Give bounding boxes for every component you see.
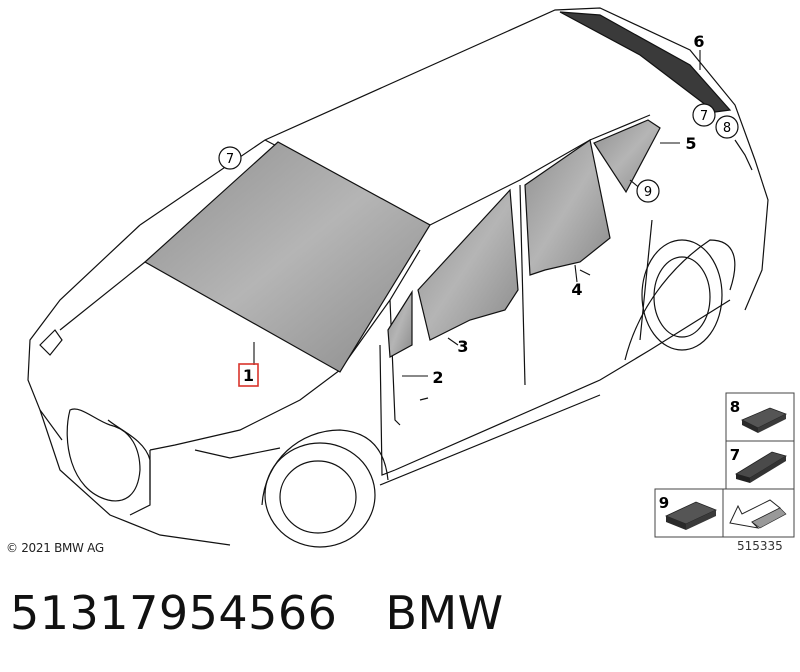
callout-2[interactable]: 2	[432, 368, 443, 387]
footer-caption: 51317954566 BMW	[10, 586, 504, 640]
callout-6[interactable]: 6	[693, 32, 704, 51]
legend-label-7: 7	[730, 446, 740, 464]
callout-7b-text: 7	[700, 109, 708, 124]
brand-name: BMW	[385, 586, 504, 640]
callout-7a-text: 7	[226, 152, 234, 167]
callout-9-text: 9	[644, 185, 652, 200]
front-door-glass	[417, 188, 519, 341]
windshield-glass	[143, 141, 431, 373]
circled-callout-7a[interactable]: 7	[218, 146, 242, 170]
callout-1: 1	[243, 366, 254, 385]
circled-callout-8[interactable]: 8	[715, 115, 739, 139]
rear-window-glass	[559, 11, 732, 113]
legend-label-8: 8	[730, 398, 740, 416]
copyright-text: © 2021 BMW AG	[6, 541, 104, 555]
rear-door-glass	[524, 138, 611, 276]
circled-callout-7b[interactable]: 7	[692, 103, 716, 127]
callout-8-text: 8	[723, 121, 731, 136]
parts-diagram: 1 2 3 4 5 6 7 7 8 9	[27, 7, 795, 548]
part-number: 51317954566	[10, 586, 338, 640]
callout-5[interactable]: 5	[685, 134, 696, 153]
callout-3[interactable]: 3	[457, 337, 468, 356]
legend-glyphs	[664, 407, 787, 530]
diagram-number: 515335	[737, 539, 783, 553]
callout-4[interactable]: 4	[571, 280, 582, 299]
glass-parts	[143, 11, 732, 373]
callout-1-box[interactable]	[238, 363, 259, 387]
direction-arrow-icon	[729, 499, 781, 529]
front-quarter-glass	[387, 289, 413, 358]
rear-quarter-glass	[593, 119, 661, 194]
car-body	[27, 7, 769, 548]
circled-callout-9[interactable]: 9	[636, 179, 660, 203]
legend-label-9: 9	[659, 494, 669, 512]
